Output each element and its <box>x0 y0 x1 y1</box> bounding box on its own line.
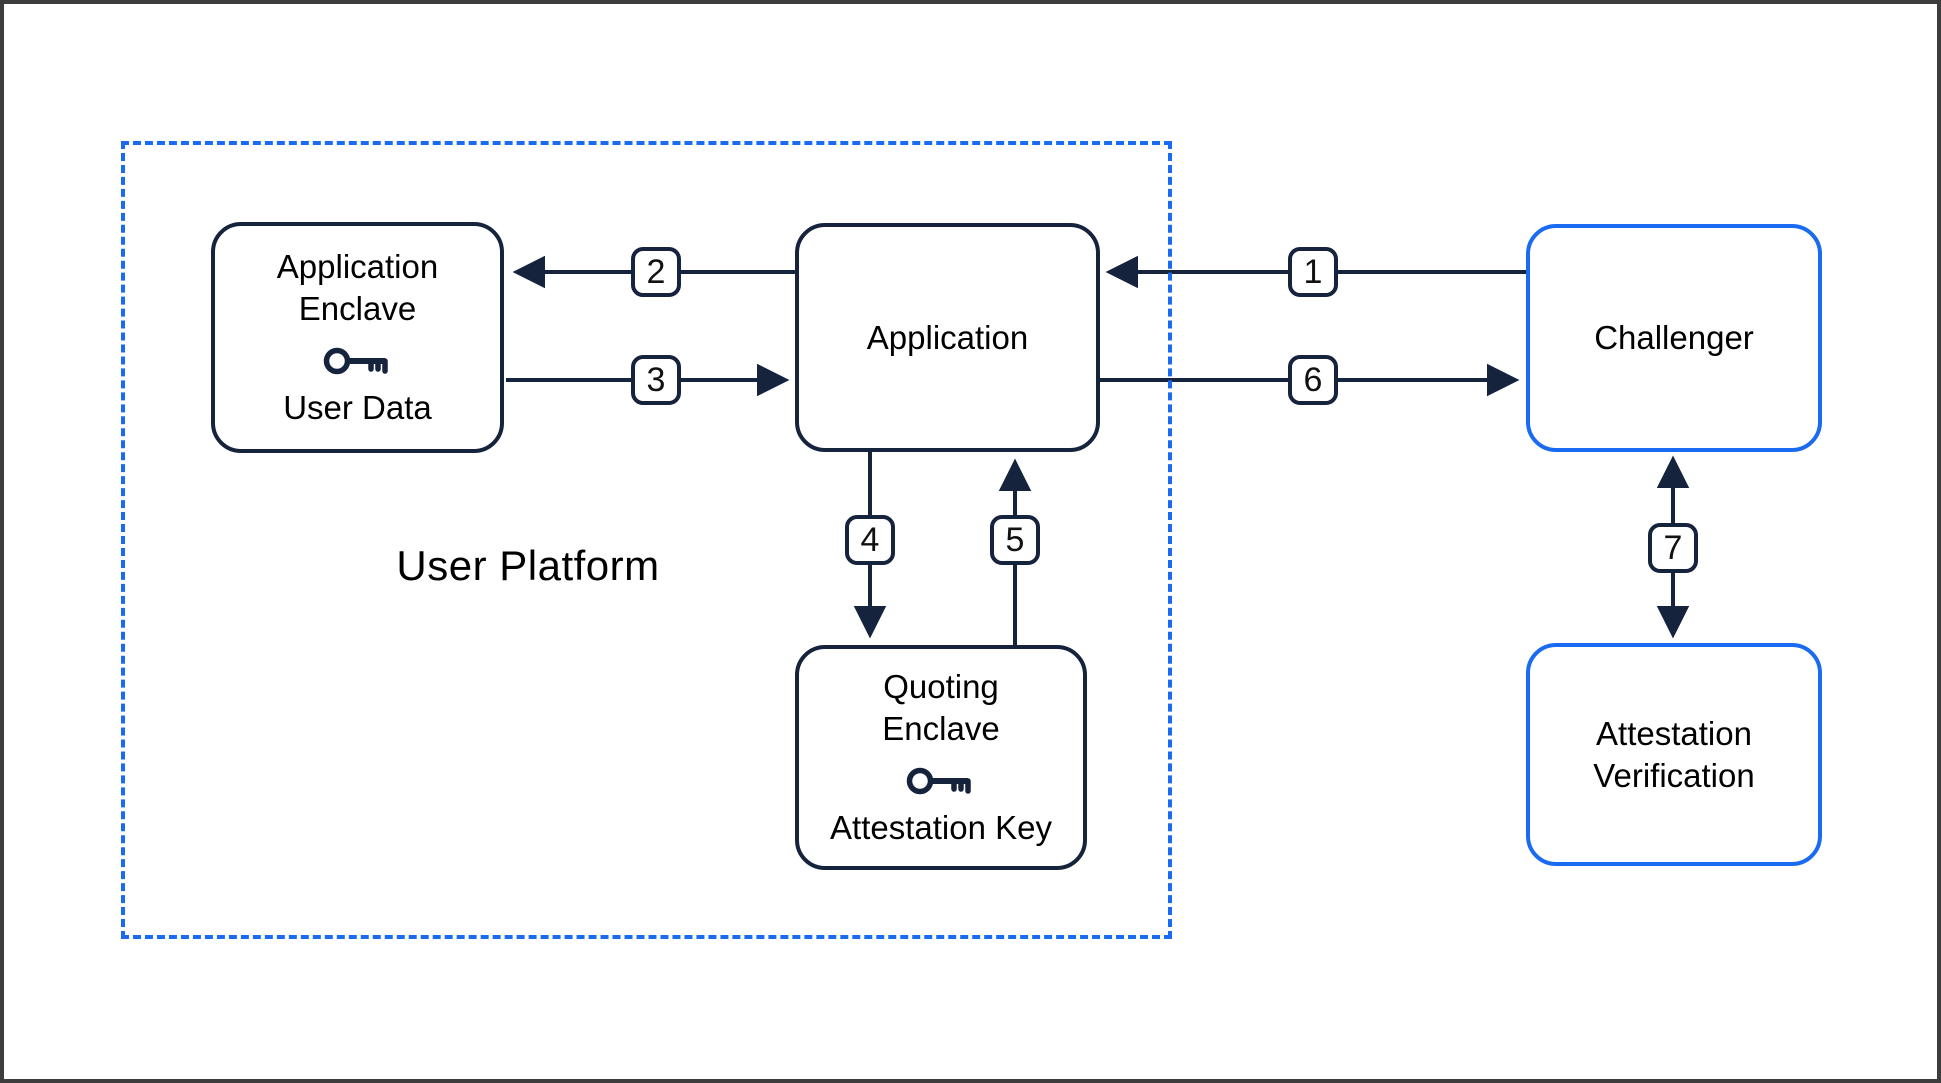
user-platform-boundary <box>121 141 1172 939</box>
quoting-enclave-label-line2: Enclave <box>882 709 1000 747</box>
node-application-enclave: Application Enclave User Data <box>211 222 504 453</box>
node-attestation-verification: Attestation Verification <box>1526 643 1822 866</box>
step-badge-6: 6 <box>1288 355 1338 405</box>
application-enclave-label-line1: Application <box>276 247 439 285</box>
attestation-verification-label-line1: Attestation <box>1596 714 1752 752</box>
attestation-verification-label-line2: Verification <box>1593 756 1755 794</box>
step-badge-4: 4 <box>845 515 895 565</box>
application-enclave-sublabel: User Data <box>283 389 432 427</box>
step-badge-1: 1 <box>1288 247 1338 297</box>
quoting-enclave-label-line1: Quoting <box>883 667 999 705</box>
user-platform-label: User Platform <box>396 542 660 589</box>
step-badge-5: 5 <box>990 515 1040 565</box>
step-badge-2: 2 <box>631 247 681 297</box>
application-enclave-label-line2: Enclave <box>298 289 417 327</box>
node-challenger: Challenger <box>1526 224 1822 452</box>
key-icon <box>323 348 388 375</box>
node-quoting-enclave: Quoting Enclave Attestation Key <box>795 645 1087 870</box>
application-label: Application <box>866 318 1029 356</box>
key-icon <box>906 768 971 795</box>
step-badge-7: 7 <box>1648 523 1698 573</box>
challenger-label: Challenger <box>1594 319 1754 357</box>
step-badge-3: 3 <box>631 355 681 405</box>
quoting-enclave-sublabel: Attestation Key <box>830 809 1052 847</box>
node-application: Application <box>795 223 1100 452</box>
